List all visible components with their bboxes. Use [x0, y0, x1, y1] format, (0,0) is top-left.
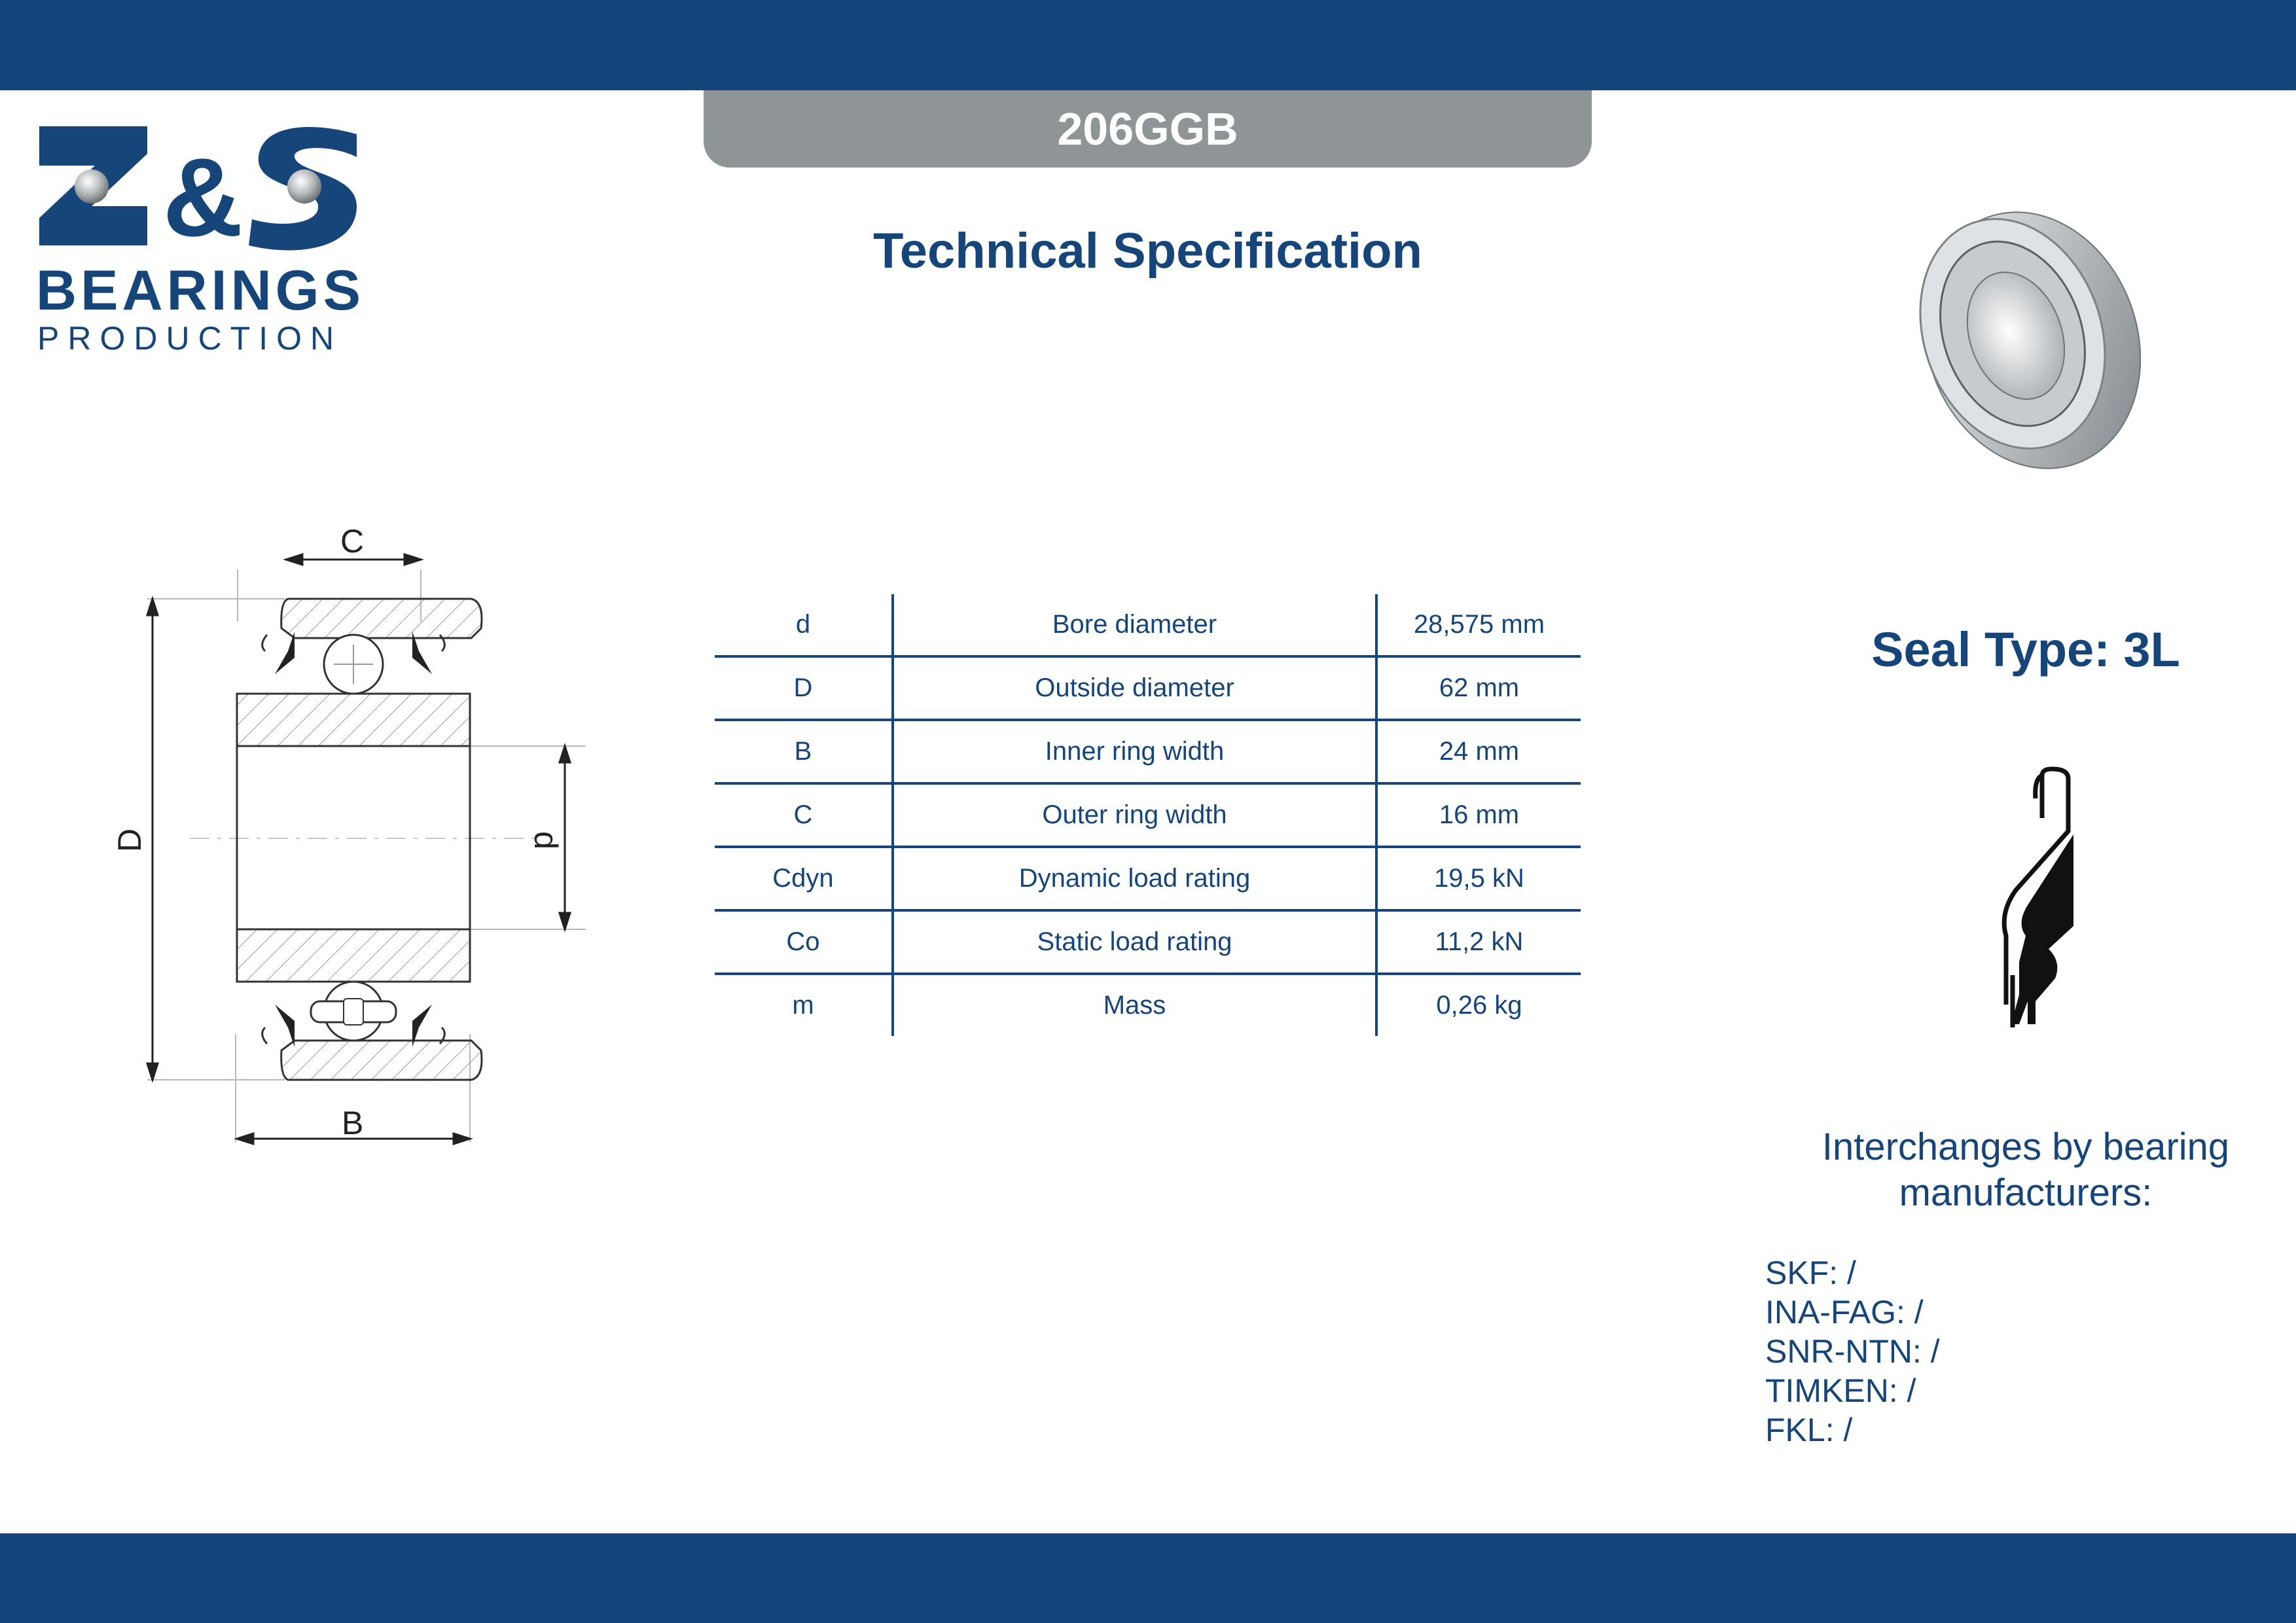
logo-ball-right-icon: [287, 169, 321, 204]
bearing-cross-section-drawing: [145, 552, 586, 1146]
dimension-label-bore-d: d: [527, 831, 564, 849]
table-row: Cdyn Dynamic load rating 19,5 kN: [715, 846, 1581, 910]
spec-name: Mass: [893, 972, 1378, 1036]
spec-value: 0,26 kg: [1376, 972, 1581, 1036]
product-code-tab: 206GGB: [704, 90, 1592, 168]
spec-symbol: Cdyn: [715, 846, 894, 910]
spec-symbol: Co: [715, 909, 894, 974]
interchange-title: Interchanges by bearing manufacturers:: [1767, 1124, 2284, 1216]
spec-symbol: D: [715, 655, 894, 720]
spec-value: 62 mm: [1376, 655, 1581, 720]
spec-value: 24 mm: [1376, 719, 1581, 783]
logo-s-shape: [249, 127, 357, 251]
logo-z-shape: [39, 126, 147, 245]
spec-value: 19,5 kN: [1376, 846, 1581, 910]
spec-value: 11,2 kN: [1376, 909, 1581, 974]
product-code: 206GGB: [1057, 103, 1238, 154]
spec-symbol: d: [715, 594, 894, 656]
list-item: SNR-NTN: /: [1765, 1333, 1940, 1370]
table-row: C Outer ring width 16 mm: [715, 782, 1581, 847]
seal-type-label: Seal Type: 3L: [1871, 622, 2180, 677]
table-row: d Bore diameter 28,575 mm: [715, 594, 1581, 656]
spec-value: 16 mm: [1376, 782, 1581, 847]
table-row: D Outside diameter 62 mm: [715, 655, 1581, 720]
spec-name: Inner ring width: [893, 719, 1378, 783]
table-row: B Inner ring width 24 mm: [715, 719, 1581, 783]
logo-ball-left-icon: [75, 169, 109, 204]
spec-symbol: C: [715, 782, 894, 847]
spec-name: Static load rating: [893, 909, 1378, 974]
list-item: INA-FAG: /: [1765, 1294, 1924, 1330]
logo-production-text: PRODUCTION: [37, 320, 343, 357]
spec-symbol: m: [715, 972, 894, 1036]
interchange-list: SKF: / INA-FAG: / SNR-NTN: / TIMKEN: / F…: [1765, 1253, 1940, 1450]
seal-profile-icon: [2001, 766, 2073, 1027]
dimension-label-c: C: [340, 523, 365, 560]
spec-value: 28,575 mm: [1413, 610, 1545, 639]
spec-symbol: B: [715, 719, 894, 783]
dimension-label-outer-d: D: [111, 828, 149, 853]
page-title: Technical Specification: [872, 223, 1423, 279]
bottom-band: [0, 1533, 2296, 1623]
logo-ampersand: &: [163, 135, 243, 260]
interchange-title-line1: Interchanges by bearing: [1821, 1126, 2230, 1168]
list-item: TIMKEN: /: [1765, 1372, 1916, 1409]
list-item: FKL: /: [1765, 1412, 1853, 1448]
interchange-title-line2: manufacturers:: [1899, 1171, 2153, 1214]
spec-table: d Bore diameter 28,575 mm D Outside diam…: [715, 594, 1581, 1036]
table-row: Co Static load rating 11,2 kN: [715, 909, 1581, 974]
spec-name: Outside diameter: [893, 655, 1378, 720]
top-band: [0, 0, 2296, 90]
list-item: SKF: /: [1765, 1255, 1856, 1291]
logo-bearings-text: BEARINGS: [36, 259, 365, 322]
spec-name: Outer ring width: [893, 782, 1378, 847]
bearing-photo: [1919, 211, 2142, 469]
company-logo: &: [39, 126, 357, 260]
dimension-label-b: B: [342, 1105, 364, 1141]
table-row: m Mass 0,26 kg: [715, 972, 1581, 1036]
spec-name: Dynamic load rating: [893, 846, 1378, 910]
spec-name: Bore diameter: [893, 594, 1378, 656]
